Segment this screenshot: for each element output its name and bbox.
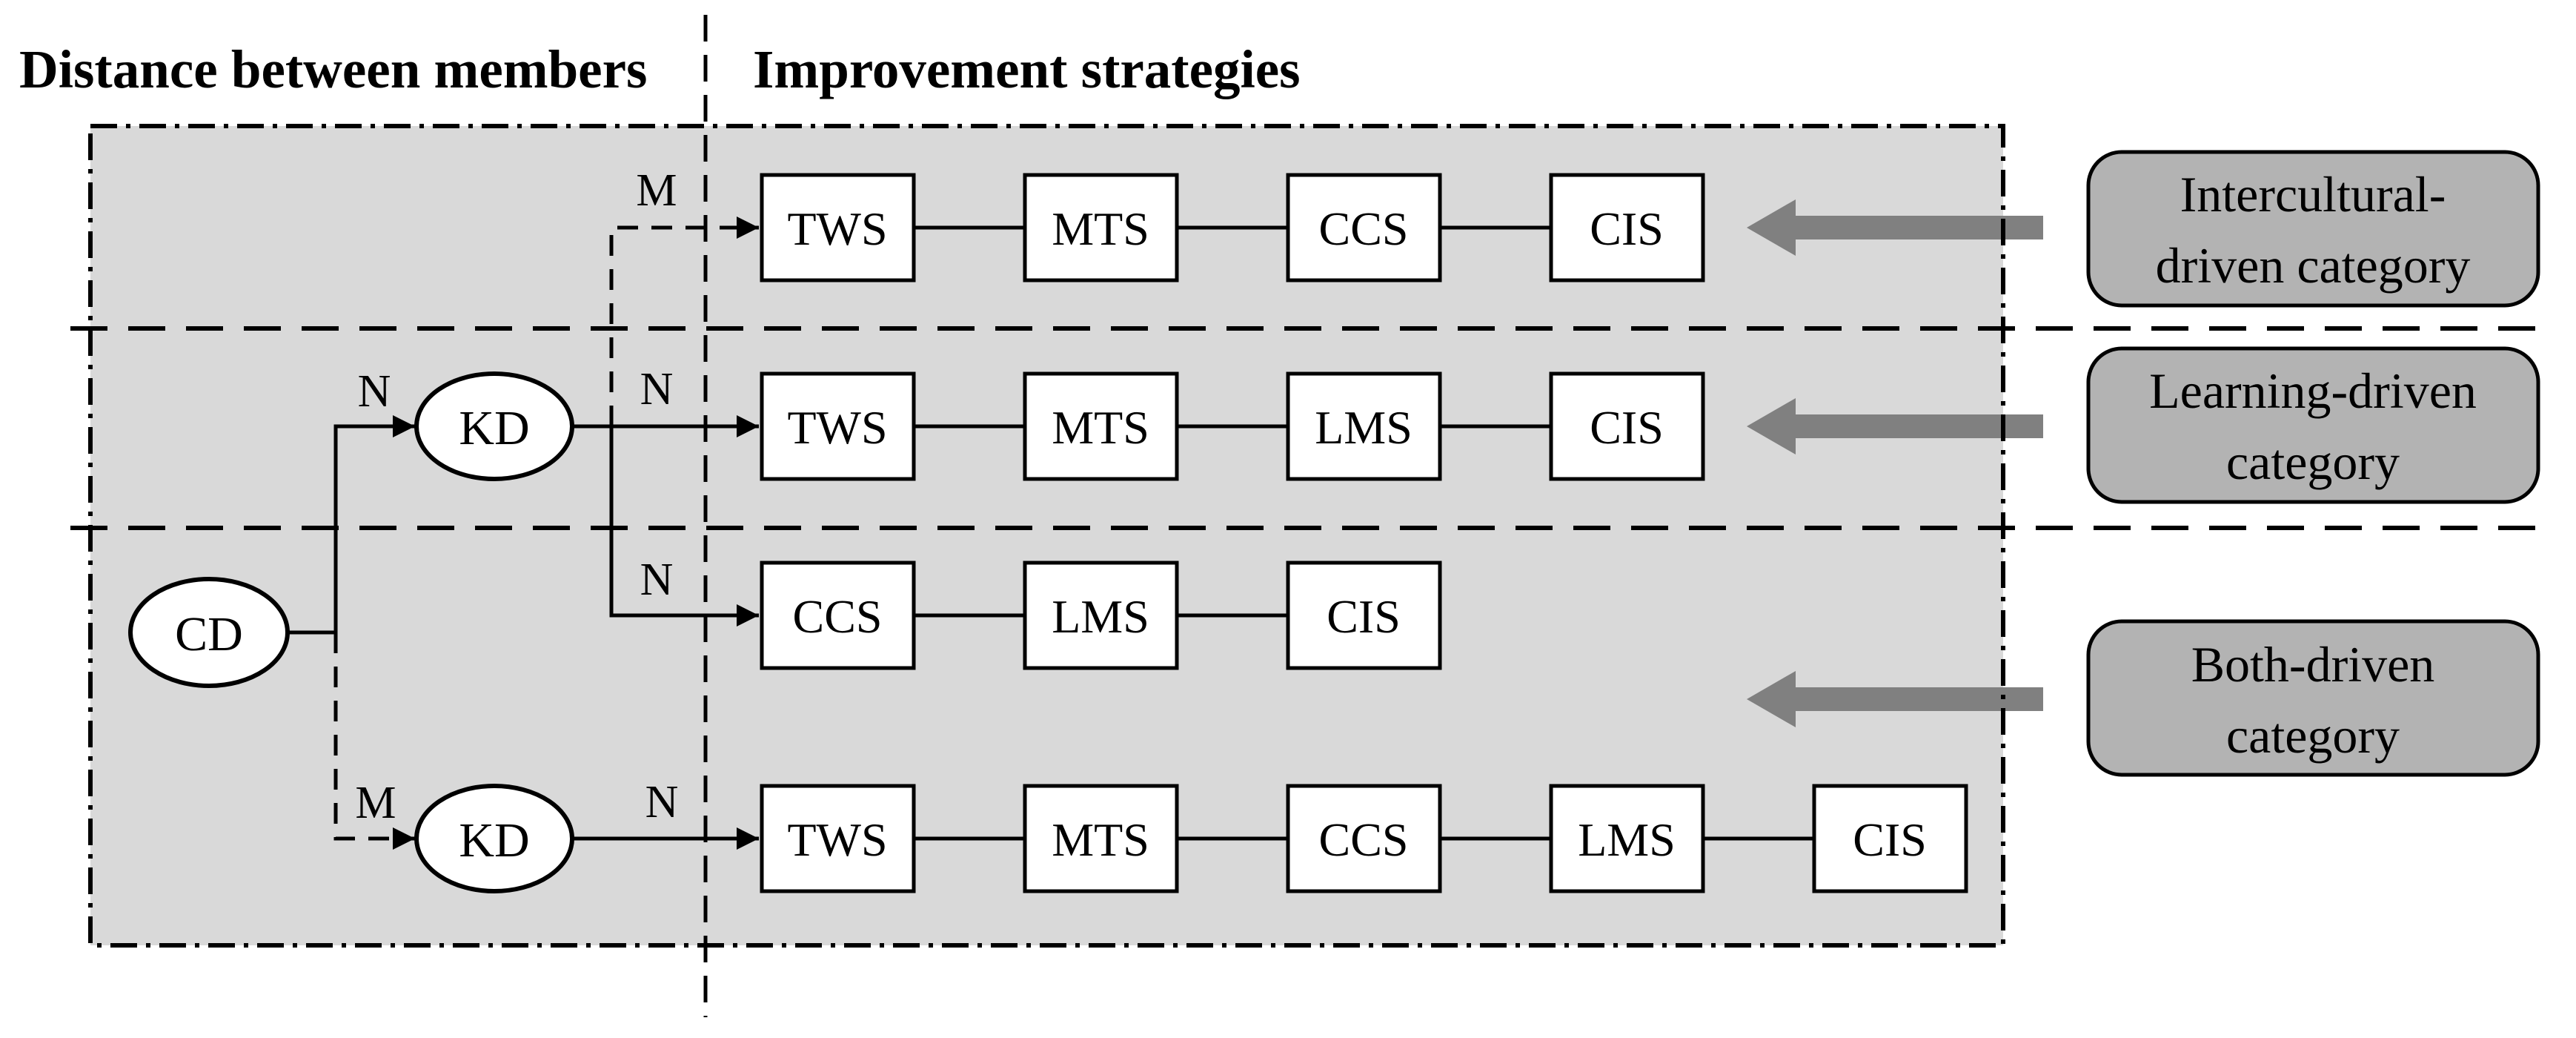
- row3-box-lms: [1023, 561, 1179, 670]
- left-column-title: Distance between members: [19, 39, 647, 99]
- kd-upper-node: [414, 371, 574, 481]
- edges: [288, 216, 1814, 850]
- edge-branch-row3: [609, 426, 759, 627]
- intercultural-category-line2: driven category: [2156, 237, 2471, 294]
- row4-box-lms: [1549, 784, 1705, 893]
- edge-cd-kd-lower: [333, 632, 415, 850]
- panel-border: [88, 124, 2005, 948]
- row4-box-ccs-label: CCS: [1319, 813, 1409, 866]
- edge-labels: N M N M N N: [355, 165, 678, 828]
- row2-box-cis: [1549, 371, 1705, 481]
- kd-lower-node-label: KD: [459, 813, 529, 867]
- strategy-rows: TWS MTS CCS CIS TWS MTS LMS CIS CCS LMS …: [760, 173, 1968, 893]
- row1-box-cis: [1549, 173, 1705, 282]
- both-category-box: [2086, 619, 2540, 777]
- row2-box-tws-label: TWS: [787, 401, 887, 454]
- row1-box-tws: [760, 173, 916, 282]
- row4-box-mts: [1023, 784, 1179, 893]
- row3-box-ccs: [760, 561, 916, 670]
- row4-box-tws-label: TWS: [787, 813, 887, 866]
- row2-box-lms-label: LMS: [1315, 401, 1413, 454]
- row4-box-cis: [1812, 784, 1968, 893]
- category-boxes: Intercultural- driven category Learning-…: [2086, 150, 2540, 777]
- learning-category-box: [2086, 346, 2540, 504]
- row2-box-lms: [1286, 371, 1442, 481]
- row4-box-lms-label: LMS: [1578, 813, 1676, 866]
- row2-box-cis-label: CIS: [1590, 401, 1664, 454]
- intercultural-category-arrow-icon: [1747, 199, 2043, 256]
- row1-box-ccs: [1286, 173, 1442, 282]
- row3-box-cis-label: CIS: [1327, 590, 1401, 643]
- row4-box-tws: [760, 784, 916, 893]
- both-category-line1: Both-driven: [2191, 636, 2435, 692]
- right-column-title: Improvement strategies: [753, 39, 1301, 99]
- edge-label-n-kd-upper-row2: N: [640, 364, 674, 414]
- kd-upper-node-label: KD: [459, 401, 529, 455]
- row1-box-mts-label: MTS: [1052, 202, 1149, 255]
- row2-box-mts: [1023, 371, 1179, 481]
- row1-box-mts: [1023, 173, 1179, 282]
- category-arrows: [1747, 199, 2043, 727]
- kd-lower-node: [414, 784, 574, 893]
- row1-box-ccs-label: CCS: [1319, 202, 1409, 255]
- cd-node: [128, 577, 290, 688]
- row3-box-ccs-label: CCS: [793, 590, 883, 643]
- row3-box-cis: [1286, 561, 1442, 670]
- learning-category-line1: Learning-driven: [2149, 363, 2477, 419]
- edge-label-m-branch-row1: M: [636, 165, 677, 216]
- row4-box-cis-label: CIS: [1853, 813, 1927, 866]
- edge-label-n-branch-row3: N: [640, 555, 674, 605]
- learning-category-arrow-icon: [1747, 398, 2043, 454]
- row1-box-cis-label: CIS: [1590, 202, 1664, 255]
- edge-cd-kd-upper: [333, 415, 415, 634]
- row2-box-mts-label: MTS: [1052, 401, 1149, 454]
- row3-box-lms-label: LMS: [1052, 590, 1149, 643]
- edge-label-n-cd-kd-upper: N: [358, 366, 391, 417]
- learning-category-line2: category: [2226, 434, 2400, 490]
- row1-box-tws-label: TWS: [787, 202, 887, 255]
- both-category-line2: category: [2226, 707, 2400, 764]
- distance-nodes: CD KD KD: [128, 371, 574, 893]
- row2-box-tws: [760, 371, 916, 481]
- edge-label-m-cd-kd-lower: M: [355, 778, 396, 828]
- intercultural-category-line1: Intercultural-: [2180, 166, 2446, 222]
- row4-box-ccs: [1286, 784, 1442, 893]
- row4-box-mts-label: MTS: [1052, 813, 1149, 866]
- both-category-arrow-icon: [1747, 671, 2043, 727]
- cd-node-label: CD: [175, 607, 243, 661]
- intercultural-category-box: [2086, 150, 2540, 308]
- edge-label-n-kd-lower-row4: N: [645, 777, 679, 827]
